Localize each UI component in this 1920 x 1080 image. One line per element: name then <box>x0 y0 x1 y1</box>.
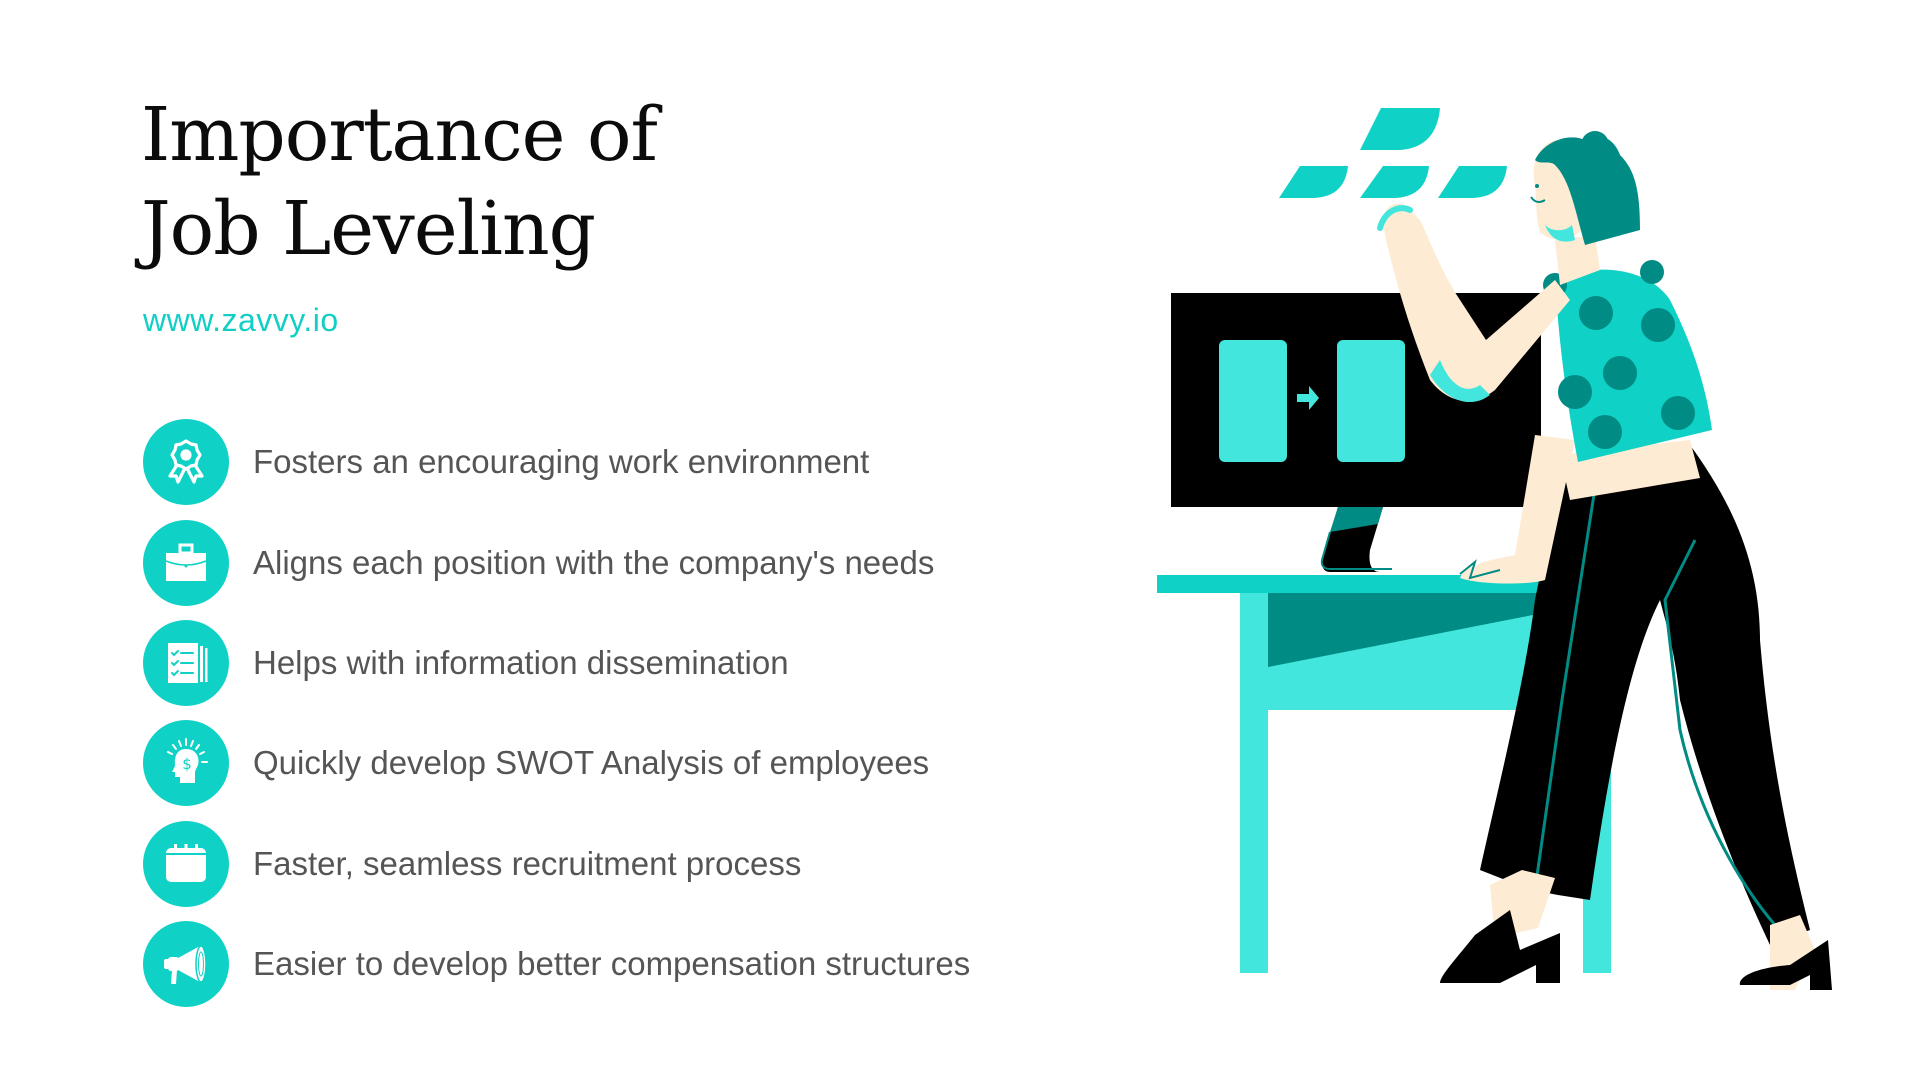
head-dollar-idea-icon: $ <box>143 720 229 807</box>
checklist-document-icon <box>143 619 229 706</box>
svg-text:$: $ <box>182 755 192 773</box>
monitor <box>1171 293 1541 572</box>
benefit-label: Faster, seamless recruitment process <box>253 844 802 882</box>
megaphone-icon <box>143 921 229 1008</box>
title-line-2: Job Leveling <box>141 186 596 272</box>
benefit-label: Fosters an encouraging work environment <box>253 443 870 481</box>
benefit-label: Aligns each position with the company's … <box>253 543 935 581</box>
website-link[interactable]: www.zavvy.io <box>143 302 339 338</box>
list-item: Faster, seamless recruitment process <box>143 814 970 914</box>
benefit-label: Easier to develop better compensation st… <box>253 945 971 983</box>
benefits-list: Fosters an encouraging work environment … <box>143 412 970 1014</box>
benefit-label: Quickly develop SWOT Analysis of employe… <box>253 744 930 782</box>
page-title: Importance of Job Leveling <box>141 88 658 276</box>
list-item: Fosters an encouraging work environment <box>143 412 970 512</box>
list-item: Aligns each position with the company's … <box>143 512 970 612</box>
calendar-icon <box>143 820 229 907</box>
floating-tiles <box>1279 108 1507 198</box>
briefcase-icon <box>143 519 229 606</box>
woman-figure <box>1377 131 1832 990</box>
benefit-label: Helps with information dissemination <box>253 643 789 681</box>
list-item: Easier to develop better compensation st… <box>143 914 970 1014</box>
title-line-1: Importance of <box>141 92 658 178</box>
list-item: $ Quickly develop SWOT Analysis of emplo… <box>143 713 970 813</box>
award-ribbon-icon <box>143 419 229 506</box>
list-item: Helps with information dissemination <box>143 613 970 713</box>
